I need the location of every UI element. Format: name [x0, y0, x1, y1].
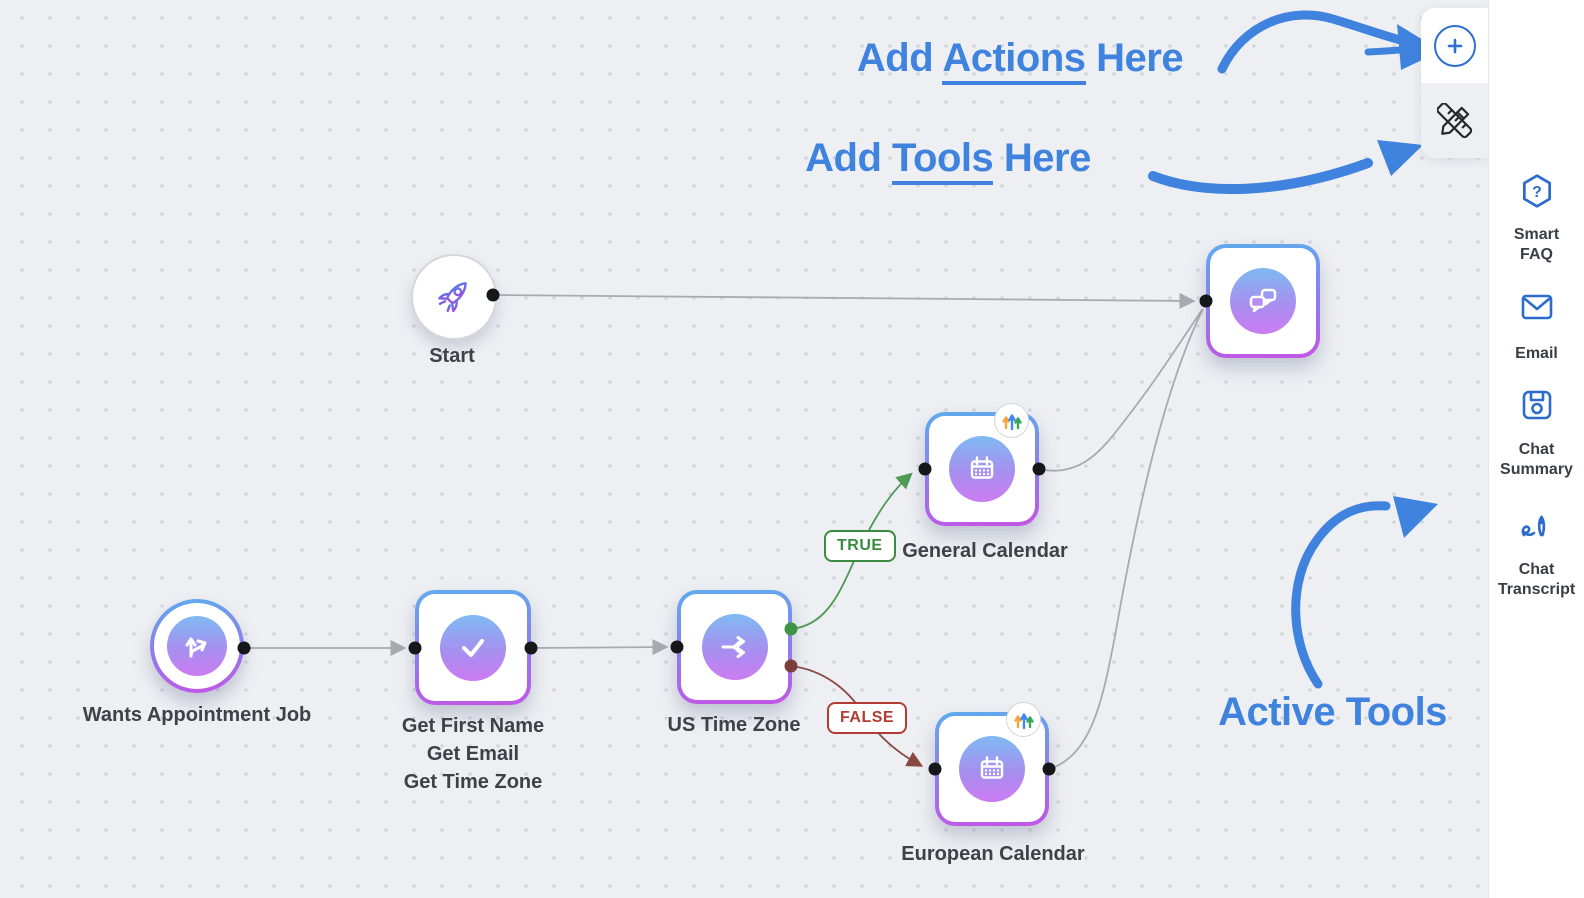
sidebar-item-email[interactable]: Email: [1489, 289, 1584, 364]
node-send-message[interactable]: [1206, 244, 1320, 358]
branch-arrows-icon: [185, 637, 207, 658]
calendar-sync-badge: [994, 403, 1029, 438]
calendar-icon: [980, 756, 1004, 779]
faq-hexagon-icon: ?: [1522, 174, 1551, 208]
annotation-add-tools: Add Tools Here: [783, 136, 1113, 185]
node-start[interactable]: [411, 254, 497, 340]
add-action-cell[interactable]: [1421, 8, 1488, 83]
sidebar-item-label: Smart: [1513, 226, 1560, 243]
annotation-text: Here: [1096, 36, 1184, 80]
label-line: Get Time Zone: [403, 771, 543, 793]
connector-dot[interactable]: [918, 462, 932, 476]
connector-dot[interactable]: [1042, 762, 1056, 776]
sidebar-item-chat-transcript[interactable]: Chat Transcript: [1489, 509, 1584, 600]
calendar-sync-badge-icon: [1001, 413, 1022, 430]
connector-dot[interactable]: [1032, 462, 1046, 476]
annotation-text: Add: [856, 36, 934, 80]
branch-label-true: TRUE: [824, 530, 896, 562]
node-label-start: Start: [429, 345, 475, 367]
node-label-general-calendar: General Calendar: [902, 540, 1068, 562]
connector-dot[interactable]: [928, 762, 942, 776]
node-label-collect-info: Get First Name Get Email Get Time Zone: [343, 712, 603, 796]
calendar-sync-badge: [1006, 702, 1041, 737]
node-icon-circle: [1230, 268, 1296, 334]
connector-dot-true[interactable]: [784, 622, 798, 636]
node-european-calendar[interactable]: [935, 702, 1049, 826]
connector-dot[interactable]: [486, 288, 500, 302]
node-icon-circle: [959, 736, 1025, 802]
node-ring: [154, 603, 240, 689]
label-line: Get First Name: [401, 715, 545, 737]
sidebar-item-label: Email: [1515, 345, 1558, 362]
annotation-active-tools: Active Tools: [1218, 690, 1447, 734]
branch-label-false: FALSE: [827, 702, 908, 734]
connector-dot[interactable]: [408, 641, 422, 655]
label-line: Get Email: [426, 743, 520, 765]
node-icon-circle: [440, 614, 506, 681]
design-tools-icon: [1436, 102, 1472, 138]
split-icon: [721, 636, 745, 658]
node-general-calendar[interactable]: [925, 403, 1039, 526]
plus-icon: [1447, 38, 1462, 53]
annotation-arrows: [1148, 10, 1441, 689]
active-tools-sidebar: ? Smart FAQ Email: [1488, 0, 1584, 898]
calendar-icon: [970, 456, 994, 479]
sidebar-item-label: Chat: [1518, 561, 1555, 578]
sidebar-item-label: Transcript: [1497, 581, 1576, 598]
arrowhead-to-add-button: [1397, 24, 1441, 70]
connector-dot[interactable]: [524, 641, 538, 655]
check-icon: [462, 638, 484, 657]
annotation-text: Here: [1003, 136, 1091, 180]
sidebar-item-label: Chat: [1518, 441, 1555, 458]
add-action-button[interactable]: [1433, 24, 1476, 67]
chat-bubbles-icon: [1249, 288, 1277, 313]
annotation-text-underlined: Actions: [942, 36, 1086, 85]
node-us-time-zone[interactable]: [677, 590, 792, 704]
connector-dot[interactable]: [670, 640, 684, 654]
email-icon: [1521, 294, 1552, 320]
save-icon: [1522, 390, 1551, 420]
sidebar-item-label: Summary: [1500, 461, 1573, 478]
connector-dot[interactable]: [237, 641, 251, 655]
add-tools-cell[interactable]: [1421, 83, 1488, 158]
arrowhead-to-tools-button: [1377, 140, 1423, 176]
calendar-sync-badge-icon: [1013, 712, 1034, 729]
signature-icon: [1521, 515, 1545, 537]
node-collect-info[interactable]: [415, 590, 531, 705]
node-icon-circle: [167, 616, 227, 676]
annotation-add-actions: Add Actions Here: [845, 36, 1195, 85]
node-label-us-time-zone: US Time Zone: [667, 714, 801, 736]
connector-dot[interactable]: [1199, 294, 1213, 308]
node-icon-circle: [949, 436, 1015, 502]
sidebar-item-label: FAQ: [1520, 246, 1553, 263]
question-glyph: ?: [1532, 184, 1542, 201]
sidebar-item-smart-faq[interactable]: ? Smart FAQ: [1489, 172, 1584, 265]
arrowhead-to-active-tools: [1393, 496, 1438, 538]
rocket-icon: [438, 282, 467, 313]
flow-canvas[interactable]: Start Wants Appointment Job: [0, 0, 1488, 898]
annotation-text: Add: [805, 136, 882, 180]
sidebar-item-chat-summary[interactable]: Chat Summary: [1489, 387, 1584, 480]
connector-dot-false[interactable]: [784, 659, 798, 673]
node-label-wants-appointment-job: Wants Appointment Job: [82, 704, 312, 726]
node-label-european-calendar: European Calendar: [901, 843, 1085, 865]
node-icon-circle: [701, 614, 768, 680]
node-wants-appointment-job[interactable]: [150, 599, 244, 693]
canvas-action-panel: [1421, 8, 1488, 158]
annotation-text-underlined: Tools: [892, 136, 994, 185]
